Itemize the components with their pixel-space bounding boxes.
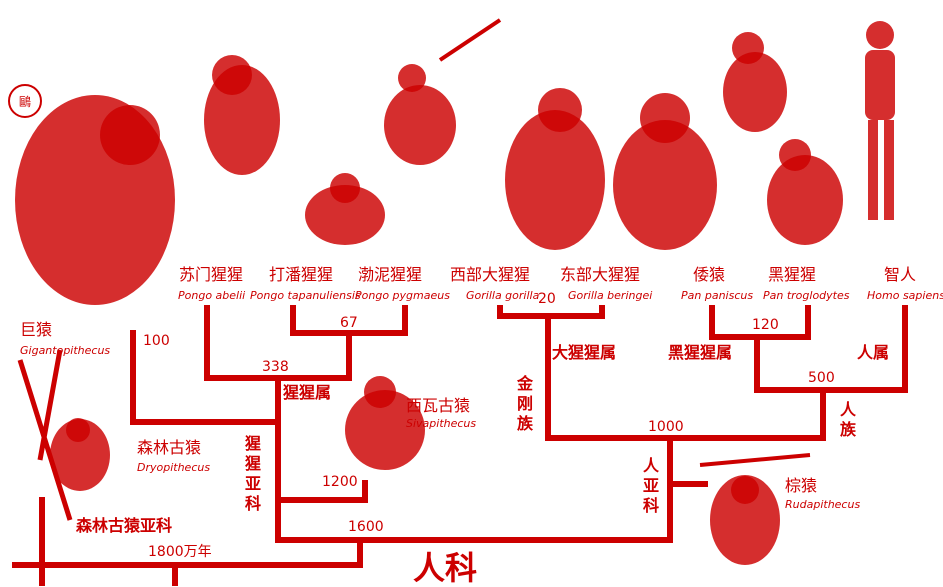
sumatran-la-label: Pongo abelii <box>178 289 246 302</box>
tapanuli-cn-label: 打潘猩猩 <box>269 265 334 284</box>
bonobo-illustration <box>723 32 787 132</box>
age-pongo-split: 338 <box>262 359 289 375</box>
pan-genus-label: 黑猩猩属 <box>668 343 733 362</box>
gorillini-tribe-label: 金刚族 <box>516 374 533 433</box>
branch-gorillini-stem <box>545 313 673 441</box>
bornean-cn-label: 渤泥猩猩 <box>358 265 423 284</box>
bornean-la-label: Pongo pygmaeus <box>355 289 450 302</box>
chimpanzee-illustration <box>767 139 843 245</box>
gigantopithecus-la-label: Gigantopithecus <box>20 344 111 357</box>
chimpanzee-la-label: Pan troglodytes <box>763 289 850 302</box>
rudapithecus-illustration <box>699 453 811 565</box>
hominidae-family-title: 人科 <box>413 549 478 587</box>
branch-gigantopithecus <box>130 330 281 425</box>
bonobo-la-label: Pan paniscus <box>681 289 754 302</box>
seal-stamp: 鷗 <box>8 84 42 118</box>
western-gorilla-la-label: Gorilla gorilla <box>466 289 540 302</box>
western-gorilla-cn-label: 西部大猩猩 <box>450 265 531 284</box>
branch-pan-stem <box>754 305 908 393</box>
human-cn-label: 智人 <box>884 265 917 284</box>
human-illustration <box>865 21 895 220</box>
age-homininae-split: 1000 <box>648 419 684 435</box>
sivapithecus-la-label: Sivapithecus <box>406 417 477 430</box>
gigantopithecus-illustration <box>15 95 175 305</box>
age-gorilla-split: 20 <box>538 291 556 307</box>
gorilla-genus-label: 大猩猩属 <box>552 343 617 362</box>
human-la-label: Homo sapiens <box>867 289 943 302</box>
hominini-tribe-label: 人族 <box>839 400 856 439</box>
branch-pongo-stem <box>275 375 368 503</box>
bornean-orangutan-illustration <box>384 18 502 165</box>
age-pan-homo: 500 <box>808 370 835 386</box>
branch-homininae-stem <box>275 435 673 543</box>
age-root: 1800万年 <box>148 544 212 560</box>
dryopithecus-la-label: Dryopithecus <box>137 461 211 474</box>
rudapithecus-cn-label: 棕猿 <box>785 476 818 495</box>
age-pongo-tap-born: 67 <box>340 315 358 331</box>
pongo-genus-label: 猩猩属 <box>283 383 332 402</box>
dryopithecus-illustration <box>17 349 110 521</box>
tapanuli-orangutan-illustration <box>305 173 385 245</box>
sumatran-orangutan-illustration <box>204 55 280 175</box>
sivapithecus-cn-label: 西瓦古猿 <box>406 396 471 415</box>
ponginae-subfamily-label: 猩猩亚科 <box>244 434 261 513</box>
chimpanzee-cn-label: 黑猩猩 <box>768 265 817 284</box>
eastern-gorilla-la-label: Gorilla beringei <box>568 289 653 302</box>
branch-homo-stem <box>667 387 826 441</box>
sumatran-cn-label: 苏门猩猩 <box>179 265 244 284</box>
gigantopithecus-cn-label: 巨猿 <box>20 320 53 339</box>
age-pan-split: 120 <box>752 317 779 333</box>
homininae-subfamily-label: 人亚科 <box>642 456 659 515</box>
eastern-gorilla-cn-label: 东部大猩猩 <box>560 265 641 284</box>
rudapithecus-la-label: Rudapithecus <box>785 498 861 511</box>
tapanuli-la-label: Pongo tapanuliensis <box>250 289 361 302</box>
dryopithecinae-subfamily-label: 森林古猿亚科 <box>75 516 172 535</box>
eastern-gorilla-illustration <box>613 93 717 250</box>
age-ponginae-homininae: 1600 <box>348 519 384 535</box>
age-ponginae-sivapithecus: 1200 <box>322 474 358 490</box>
western-gorilla-illustration <box>505 88 605 250</box>
sivapithecus-illustration <box>345 376 425 470</box>
homo-genus-label: 人属 <box>857 343 890 362</box>
dryopithecus-cn-label: 森林古猿 <box>137 438 202 457</box>
age-gigantopithecus: 100 <box>143 333 170 349</box>
branch-root <box>12 537 363 568</box>
bonobo-cn-label: 倭猿 <box>693 265 726 284</box>
